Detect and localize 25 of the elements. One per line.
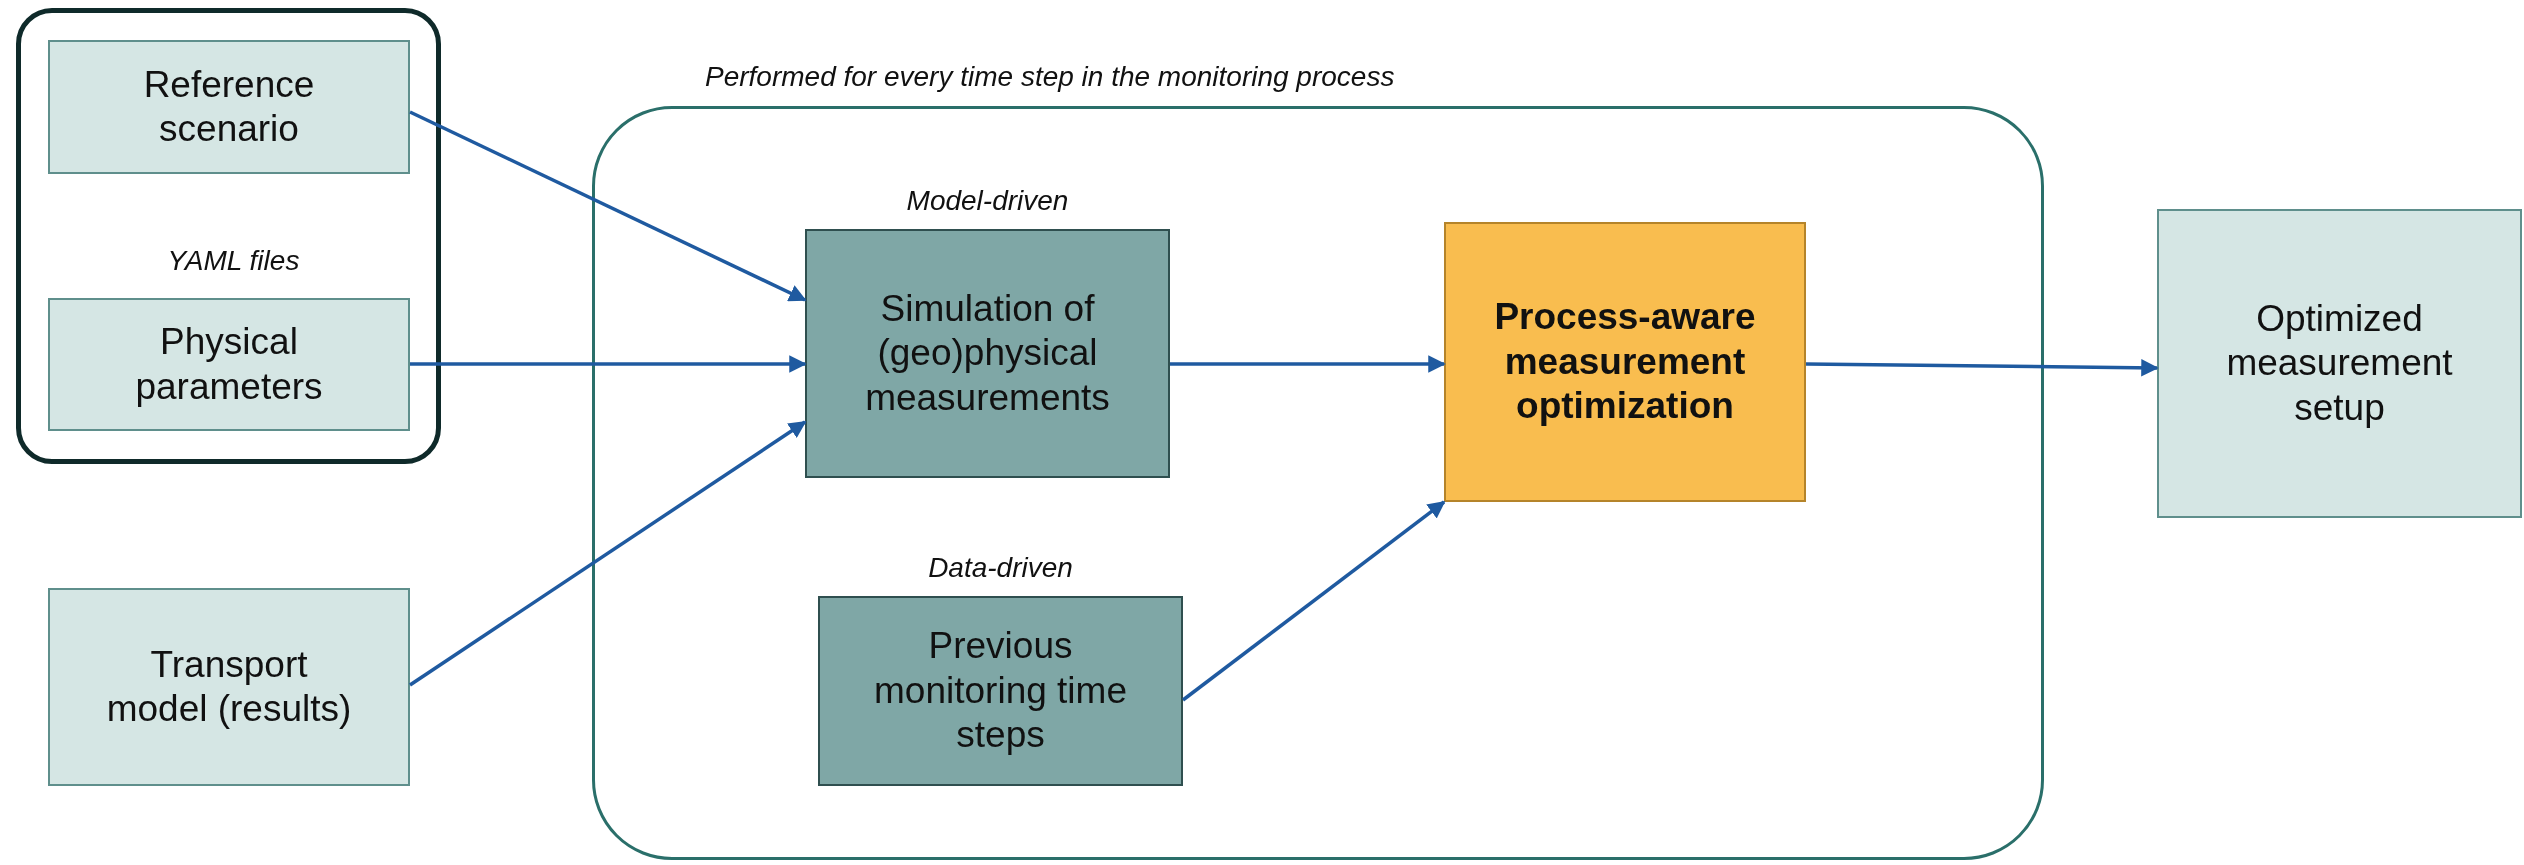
arrow: [409, 420, 807, 687]
box-label: Previous monitoring time steps: [873, 624, 1128, 758]
process-box: [48, 298, 410, 431]
process-box: [818, 596, 1183, 786]
process-box: [48, 588, 410, 786]
group-heading: Performed for every time step in the monitoring process: [705, 61, 1395, 93]
box-caption: Data-driven: [927, 552, 1074, 584]
box-label: Physical parameters: [134, 320, 324, 409]
box-caption: Model-driven: [905, 185, 1070, 217]
arrow: [1181, 500, 1446, 702]
process-box: [2157, 209, 2522, 518]
box-label: Reference scenario: [142, 62, 316, 151]
arrow: [409, 110, 807, 302]
arrow: [410, 355, 807, 373]
arrow: [1806, 359, 2159, 377]
box-label: Process-aware measurement optimization: [1494, 295, 1756, 429]
process-box: [48, 40, 410, 174]
box-label: Simulation of (geo)physical measurements: [864, 286, 1111, 420]
process-box: [805, 229, 1170, 478]
arrow: [1170, 355, 1446, 373]
group-heading: YAML files: [166, 245, 301, 277]
process-box: [1444, 222, 1806, 502]
box-label: Optimized measurement setup: [2225, 296, 2454, 430]
box-label: Transport model (results): [105, 642, 353, 731]
group-frame: [16, 8, 441, 464]
